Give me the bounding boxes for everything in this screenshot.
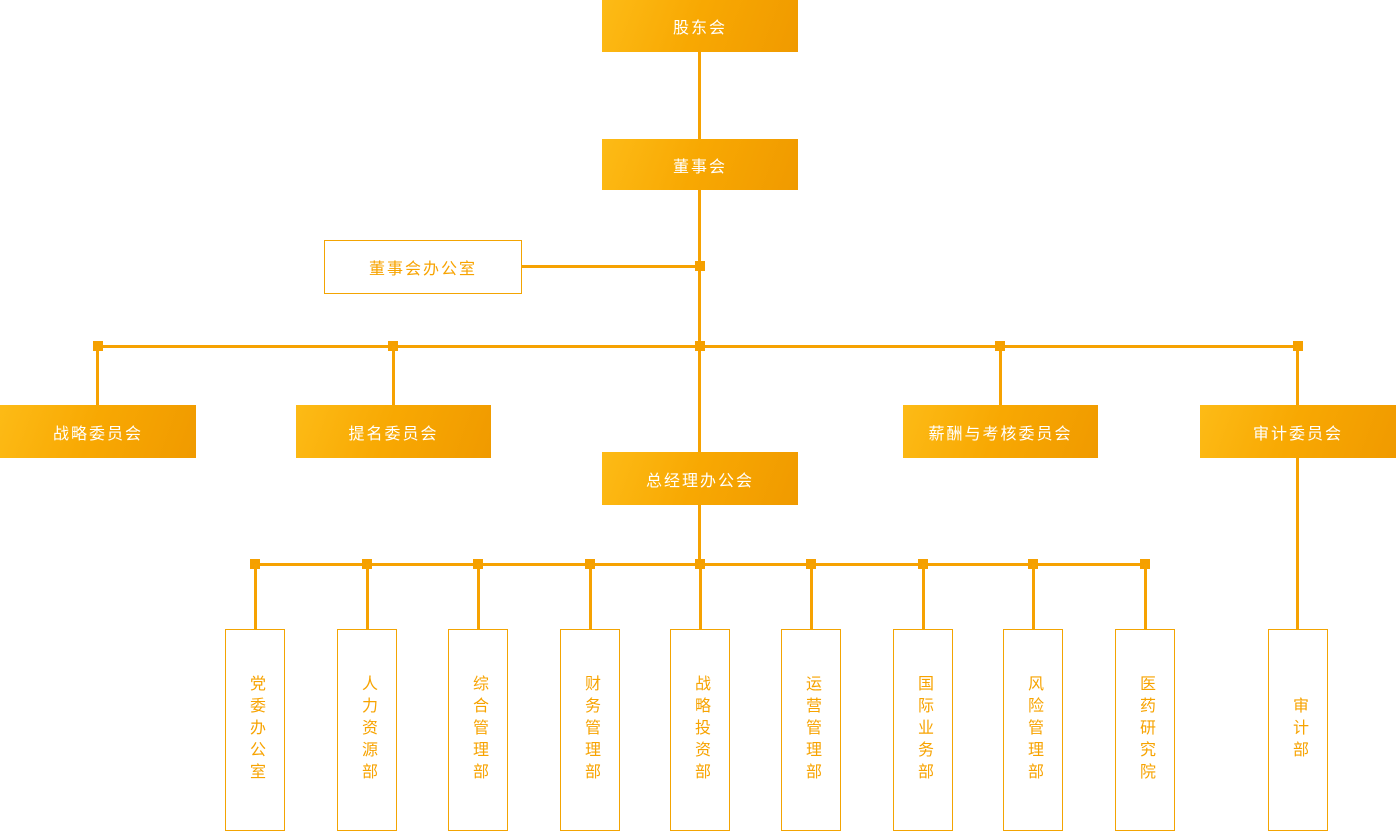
node-dept-party-committee-office: 党委办公室: [225, 629, 285, 831]
connector-drop-dept-7: [922, 564, 925, 629]
node-gm-office: 总经理办公会: [602, 452, 798, 505]
connector-drop-dept-5: [699, 564, 702, 629]
connector-drop-dept-3: [477, 564, 480, 629]
connector-board-gm-trunk: [698, 190, 701, 452]
node-board-office: 董事会办公室: [324, 240, 522, 294]
node-dept-international-business: 国际业务部: [893, 629, 953, 831]
connector-drop-strategy: [96, 346, 99, 405]
node-committee-nomination: 提名委员会: [296, 405, 491, 458]
connector-drop-dept-4: [589, 564, 592, 629]
junction-center: [695, 341, 705, 351]
node-dept-operations-management: 运营管理部: [781, 629, 841, 831]
node-shareholders: 股东会: [602, 0, 798, 52]
node-dept-human-resources: 人力资源部: [337, 629, 397, 831]
node-dept-pharma-research-institute: 医药研究院: [1115, 629, 1175, 831]
connector-drop-audit: [1296, 346, 1299, 405]
connector-board-office: [522, 265, 700, 268]
node-board: 董事会: [602, 139, 798, 190]
node-dept-risk-management: 风险管理部: [1003, 629, 1063, 831]
node-audit-department: 审计部: [1268, 629, 1328, 831]
node-dept-general-management: 综合管理部: [448, 629, 508, 831]
connector-drop-dept-2: [366, 564, 369, 629]
connector-drop-dept-8: [1032, 564, 1035, 629]
connector-gm-drop: [698, 505, 701, 564]
connector-drop-dept-9: [1144, 564, 1147, 629]
connector-drop-remuneration: [999, 346, 1002, 405]
connector-drop-nomination: [392, 346, 395, 405]
connector-drop-dept-6: [810, 564, 813, 629]
node-committee-strategy: 战略委员会: [0, 405, 196, 458]
connector-drop-dept-1: [254, 564, 257, 629]
node-dept-strategic-investment: 战略投资部: [670, 629, 730, 831]
node-dept-financial-management: 财务管理部: [560, 629, 620, 831]
node-committee-remuneration: 薪酬与考核委员会: [903, 405, 1098, 458]
junction-board-office: [695, 261, 705, 271]
connector-root-board: [698, 52, 701, 139]
connector-audit-dept: [1296, 458, 1299, 629]
node-committee-audit: 审计委员会: [1200, 405, 1396, 458]
